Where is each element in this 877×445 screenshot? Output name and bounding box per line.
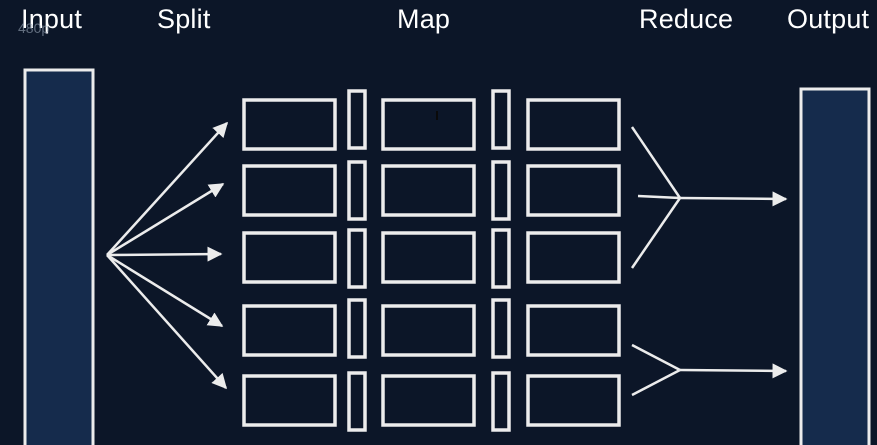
reduce-merge-line (631, 343, 681, 372)
output-block (799, 87, 871, 445)
shuffle-separator (491, 160, 511, 221)
split-arrow (106, 121, 229, 256)
map-separator (347, 228, 367, 289)
split-arrow (106, 182, 225, 257)
split-chunk (242, 304, 337, 357)
split-arrows (106, 121, 229, 390)
shuffle-separator (491, 228, 511, 289)
map-separator (347, 371, 367, 432)
map-separator (347, 298, 367, 359)
map-grid (242, 89, 621, 432)
split-chunk (242, 164, 337, 217)
reduce-merge-line (630, 197, 682, 269)
reduce-chunk (526, 304, 621, 357)
split-arrow (106, 254, 228, 390)
shuffle-separator (491, 298, 511, 359)
reduce-merge-line (631, 368, 681, 397)
reduce-chunk (526, 98, 621, 151)
heading-reduce: Reduce (639, 4, 734, 34)
map-chunk (381, 231, 476, 284)
map-chunk (381, 304, 476, 357)
heading-map: Map (397, 4, 451, 34)
reduce-merge-line (637, 194, 681, 200)
reduce-chunk (526, 231, 621, 284)
map-separator (347, 160, 367, 221)
reduce-chunk (526, 374, 621, 427)
map-separator (347, 89, 367, 150)
split-chunk (242, 374, 337, 427)
reduce-chunk (526, 164, 621, 217)
heading-output: Output (787, 4, 870, 34)
heading-input: Input (21, 4, 83, 34)
split-chunk (242, 231, 337, 284)
quality-badge: 480p (18, 20, 50, 36)
split-arrow (106, 246, 223, 262)
shuffle-separator (491, 89, 511, 150)
heading-split: Split (157, 4, 211, 34)
input-block (23, 68, 95, 445)
split-arrow (106, 253, 224, 328)
shuffle-separator (491, 371, 511, 432)
reduce-arrow (679, 191, 788, 207)
split-chunk (242, 98, 337, 151)
map-chunk (381, 374, 476, 427)
map-chunk (381, 164, 476, 217)
reduce-arrows (630, 126, 788, 397)
reduce-merge-line (630, 126, 682, 199)
reduce-arrow (679, 363, 788, 379)
map-chunk (381, 98, 476, 151)
